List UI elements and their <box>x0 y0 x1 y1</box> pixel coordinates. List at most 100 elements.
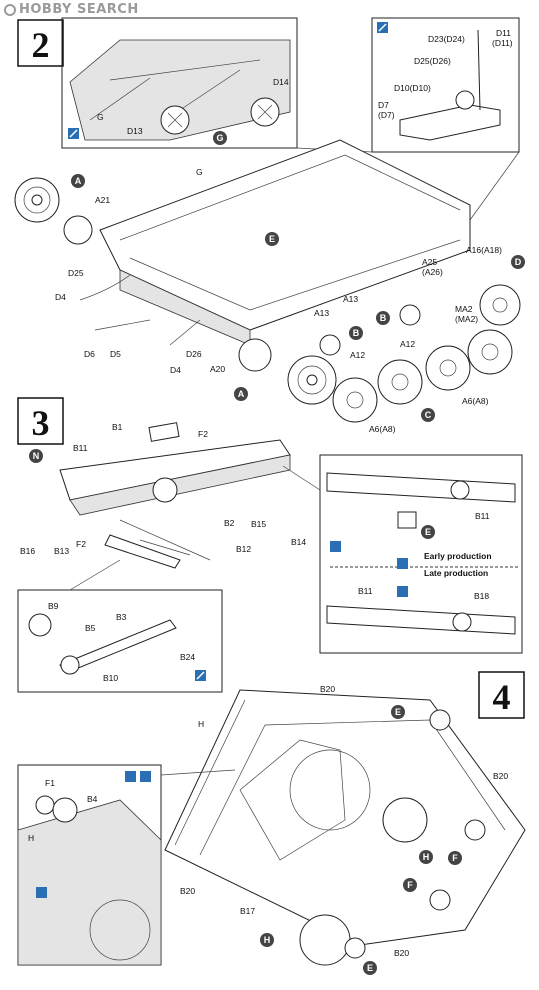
svg-text:B1: B1 <box>112 422 123 432</box>
svg-text:(A26): (A26) <box>422 267 443 277</box>
watermark-text: HOBBY SEARCH <box>19 2 139 17</box>
svg-text:B12: B12 <box>236 544 251 554</box>
glue-icon <box>397 558 408 569</box>
paint-icon <box>330 541 341 552</box>
part-b10 <box>60 655 80 675</box>
step-2-callout-labels: D23(D24) D25(D26) D10(D10) D7 (D7) D11 (… <box>378 28 513 120</box>
step-4-box <box>478 671 525 719</box>
svg-text:D7: D7 <box>378 100 389 110</box>
svg-text:H: H <box>264 935 271 945</box>
road-wheel-a16 <box>479 284 521 326</box>
glue-icon <box>125 771 136 782</box>
step-4-sub-labels: F1 B4 H <box>28 778 98 843</box>
svg-text:B11: B11 <box>358 586 373 596</box>
svg-text:D5: D5 <box>110 349 121 359</box>
early-plate <box>326 472 516 503</box>
svg-text:C: C <box>425 410 432 420</box>
svg-text:A21: A21 <box>95 195 110 205</box>
svg-text:D14: D14 <box>273 77 289 87</box>
svg-text:(D11): (D11) <box>492 38 513 48</box>
svg-text:D25: D25 <box>68 268 84 278</box>
svg-text:F1: F1 <box>45 778 55 788</box>
svg-text:A13: A13 <box>314 308 329 318</box>
svg-text:H: H <box>423 852 430 862</box>
svg-text:A16(A18): A16(A18) <box>466 245 502 255</box>
step-3-sub-labels: B9 B5 B3 B10 B24 <box>48 601 195 683</box>
hobby-search-watermark: HOBBY SEARCH <box>4 2 139 17</box>
swing-arm-b-left <box>319 334 341 356</box>
drive-hub <box>238 338 272 372</box>
svg-text:B10: B10 <box>103 673 118 683</box>
step-2-box <box>17 19 64 67</box>
sprocket-wheel-bottom <box>287 355 337 405</box>
svg-text:A: A <box>75 176 82 186</box>
svg-text:B20: B20 <box>320 684 335 694</box>
paint-icon <box>140 771 151 782</box>
step-4-markers: E H F F H E <box>260 705 462 975</box>
part-b4 <box>52 797 78 823</box>
turret-base-h <box>382 797 428 843</box>
svg-text:G: G <box>216 133 223 143</box>
road-wheel-set-a6-left <box>332 359 423 423</box>
road-wheel-set-a6-right <box>425 329 513 391</box>
svg-text:D6: D6 <box>84 349 95 359</box>
svg-text:MA2: MA2 <box>455 304 473 314</box>
step-3-labels: B1 F2 B11 B16 B13 F2 B2 B15 B14 B12 <box>20 422 306 556</box>
svg-text:G: G <box>97 112 104 122</box>
svg-text:A12: A12 <box>400 339 415 349</box>
svg-text:D23(D24): D23(D24) <box>428 34 465 44</box>
svg-text:B17: B17 <box>240 906 255 916</box>
early-production-label: Early production <box>424 551 492 561</box>
svg-text:B11: B11 <box>73 443 88 453</box>
svg-text:D11: D11 <box>496 28 511 38</box>
svg-text:D26: D26 <box>186 349 202 359</box>
sprocket-wheel-top <box>14 177 60 223</box>
svg-text:B18: B18 <box>474 591 489 601</box>
svg-text:A: A <box>238 389 245 399</box>
svg-text:B2: B2 <box>224 518 235 528</box>
svg-text:B3: B3 <box>116 612 127 622</box>
svg-text:B24: B24 <box>180 652 195 662</box>
svg-text:B16: B16 <box>20 546 35 556</box>
step-2-markers: A G E B B D A C <box>71 131 525 422</box>
svg-text:A6(A8): A6(A8) <box>462 396 489 406</box>
step-3-box <box>17 397 64 445</box>
production-variant-panel <box>319 454 523 654</box>
svg-text:D: D <box>515 257 522 267</box>
svg-text:B11: B11 <box>475 511 490 521</box>
svg-text:B5: B5 <box>85 623 96 633</box>
svg-text:E: E <box>395 707 401 717</box>
part-b9 <box>28 613 52 637</box>
svg-text:F: F <box>452 853 458 863</box>
svg-text:D4: D4 <box>55 292 66 302</box>
step-2-labels: G D14 D13 G A21 D25 D4 D6 D5 D26 D4 A20 … <box>55 77 502 434</box>
late-plate <box>326 605 516 635</box>
svg-text:F: F <box>407 880 413 890</box>
idler-wheel <box>63 215 93 245</box>
step-2-detail-inset <box>61 17 298 149</box>
bracket-f <box>464 819 486 841</box>
svg-text:A12: A12 <box>350 350 365 360</box>
step-3-detail-inset <box>17 589 223 693</box>
step-4-labels: B20 H B20 B20 B17 B20 <box>180 684 508 958</box>
svg-text:B9: B9 <box>48 601 59 611</box>
svg-text:B13: B13 <box>54 546 69 556</box>
late-production-label: Late production <box>424 568 488 578</box>
turret-base-h-lower <box>299 914 351 966</box>
svg-text:D4: D4 <box>170 365 181 375</box>
svg-text:G: G <box>196 167 203 177</box>
glue-point-icon <box>36 887 47 898</box>
svg-text:(D7): (D7) <box>378 110 395 120</box>
watermark-logo-icon <box>4 3 16 16</box>
svg-text:B4: B4 <box>87 794 98 804</box>
svg-text:B14: B14 <box>291 537 306 547</box>
part-f1 <box>35 795 55 815</box>
svg-text:(MA2): (MA2) <box>455 314 478 324</box>
step-3-number: 3 <box>32 403 50 443</box>
drill-icon <box>397 586 408 597</box>
svg-text:B15: B15 <box>251 519 266 529</box>
svg-text:D25(D26): D25(D26) <box>414 56 451 66</box>
step-3: 3 B1 F2 B11 B16 B13 F2 B2 B15 B14 B12 N <box>17 397 523 693</box>
svg-text:B20: B20 <box>394 948 409 958</box>
